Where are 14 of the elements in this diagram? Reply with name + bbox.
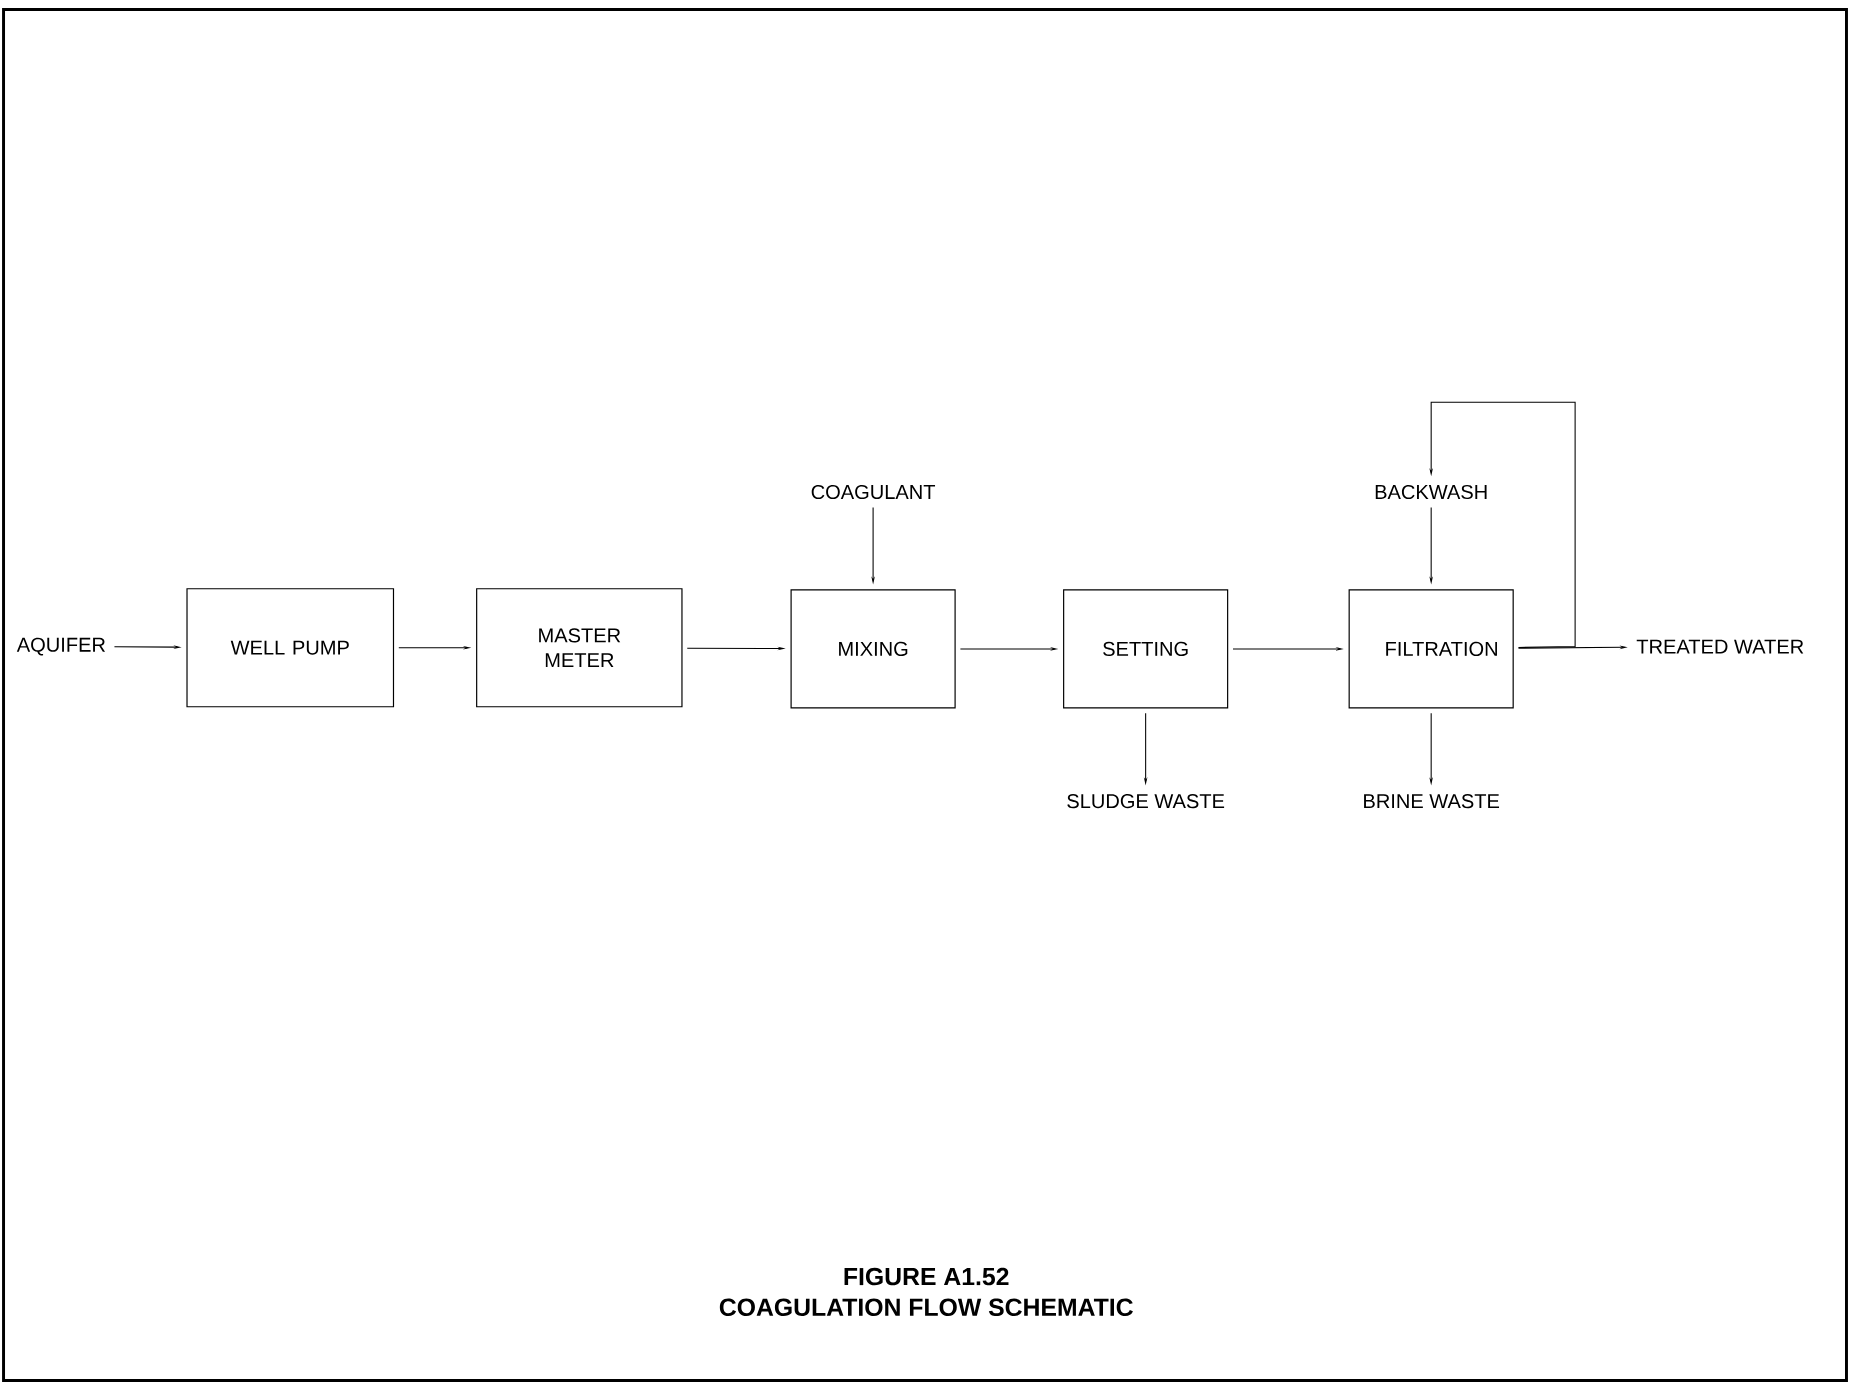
stream-label: TREATED WATER bbox=[1636, 639, 1804, 654]
process-box: SETTING bbox=[1063, 589, 1229, 709]
process-box: WELL PUMP bbox=[186, 588, 395, 708]
stream-label: COAGULANT bbox=[811, 484, 936, 500]
stream-label: AQUIFER bbox=[16, 637, 105, 656]
arrow bbox=[1429, 401, 1576, 648]
figure-title: FIGURE A1.52 bbox=[844, 1267, 1009, 1286]
process-box: MASTER METER bbox=[476, 588, 683, 708]
stream-label: BACKWASH bbox=[1375, 484, 1487, 500]
stream-label: SLUDGE WASTE bbox=[1067, 794, 1225, 809]
process-box: MIXING bbox=[790, 589, 956, 709]
figure-caption: COAGULATION FLOW SCHEMATIC bbox=[719, 1298, 1133, 1317]
stream-label: BRINE WASTE bbox=[1364, 794, 1500, 809]
process-box: FILTRATION bbox=[1348, 589, 1514, 709]
